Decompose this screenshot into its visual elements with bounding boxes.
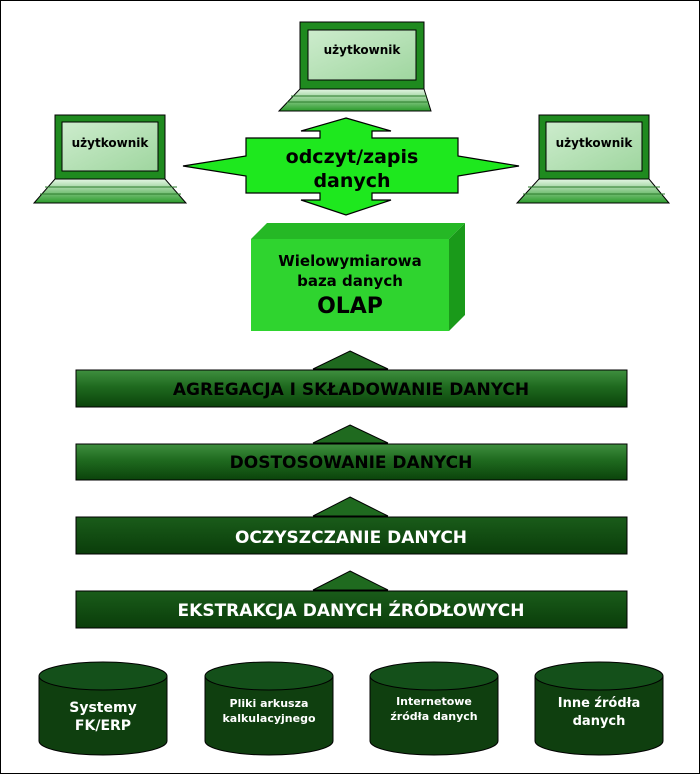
- read-write-arrow: odczyt/zapis danych: [182, 117, 520, 216]
- cube-front: [251, 239, 449, 331]
- olap-line1: Wielowymiarowa: [278, 252, 422, 270]
- cube-top: [251, 223, 465, 239]
- layer-label: EKSTRAKCJA DANYCH ŹRÓDŁOWYCH: [178, 599, 525, 621]
- laptop-base: [515, 178, 671, 204]
- source-line2: źródła danych: [390, 710, 477, 723]
- source-cylinder-spreadsheets: Pliki arkusza kalkulacyjnego: [204, 661, 334, 756]
- user-laptop-right: użytkownik: [515, 114, 671, 204]
- laptop-screen: [545, 121, 643, 172]
- up-arrow-icon: [312, 424, 389, 444]
- cube-side: [449, 223, 465, 331]
- laptop-base: [277, 88, 432, 112]
- user-laptop-left: użytkownik: [32, 114, 188, 204]
- source-line1: Pliki arkusza: [230, 697, 309, 710]
- olap-line2: baza danych: [297, 272, 403, 290]
- read-write-line1: odczyt/zapis: [286, 146, 419, 168]
- layer-aggregation: AGREGACJA I SKŁADOWANIE DANYCH: [75, 369, 628, 408]
- laptop-screen: [61, 121, 159, 172]
- layer-cleansing: OCZYSZCZANIE DANYCH: [75, 516, 628, 555]
- source-cylinder-other: Inne źródła danych: [534, 661, 664, 756]
- user-laptop-top: użytkownik: [277, 21, 432, 112]
- up-arrow-icon: [312, 350, 389, 370]
- layer-label: DOSTOSOWANIE DANYCH: [230, 453, 473, 473]
- source-cylinder-internet: Internetowe źródła danych: [369, 661, 499, 756]
- up-arrow-icon: [312, 570, 389, 591]
- layer-adjustment: DOSTOSOWANIE DANYCH: [75, 443, 628, 481]
- olap-cube: Wielowymiarowa baza danych OLAP: [251, 223, 465, 331]
- source-line1: Internetowe: [396, 695, 472, 708]
- olap-line3: OLAP: [317, 294, 383, 319]
- source-line1: Systemy: [69, 700, 136, 716]
- four-way-arrow-icon: [182, 117, 520, 216]
- laptop-screen: [307, 29, 417, 81]
- read-write-line2: danych: [313, 170, 390, 192]
- source-line2: FK/ERP: [75, 718, 131, 734]
- flow-arrows: [312, 350, 389, 591]
- user-label-left: użytkownik: [72, 136, 150, 150]
- layer-extraction: EKSTRAKCJA DANYCH ŹRÓDŁOWYCH: [75, 590, 628, 629]
- source-line1: Inne źródła: [558, 696, 641, 711]
- laptop-base: [32, 178, 188, 204]
- layer-label: AGREGACJA I SKŁADOWANIE DANYCH: [173, 380, 529, 400]
- source-cylinder-erp: Systemy FK/ERP: [38, 661, 168, 756]
- layer-label: OCZYSZCZANIE DANYCH: [235, 528, 467, 548]
- user-label-top: użytkownik: [324, 43, 402, 57]
- source-line2: danych: [573, 714, 626, 729]
- user-label-right: użytkownik: [556, 136, 634, 150]
- up-arrow-icon: [312, 496, 389, 517]
- source-line2: kalkulacyjnego: [222, 712, 315, 725]
